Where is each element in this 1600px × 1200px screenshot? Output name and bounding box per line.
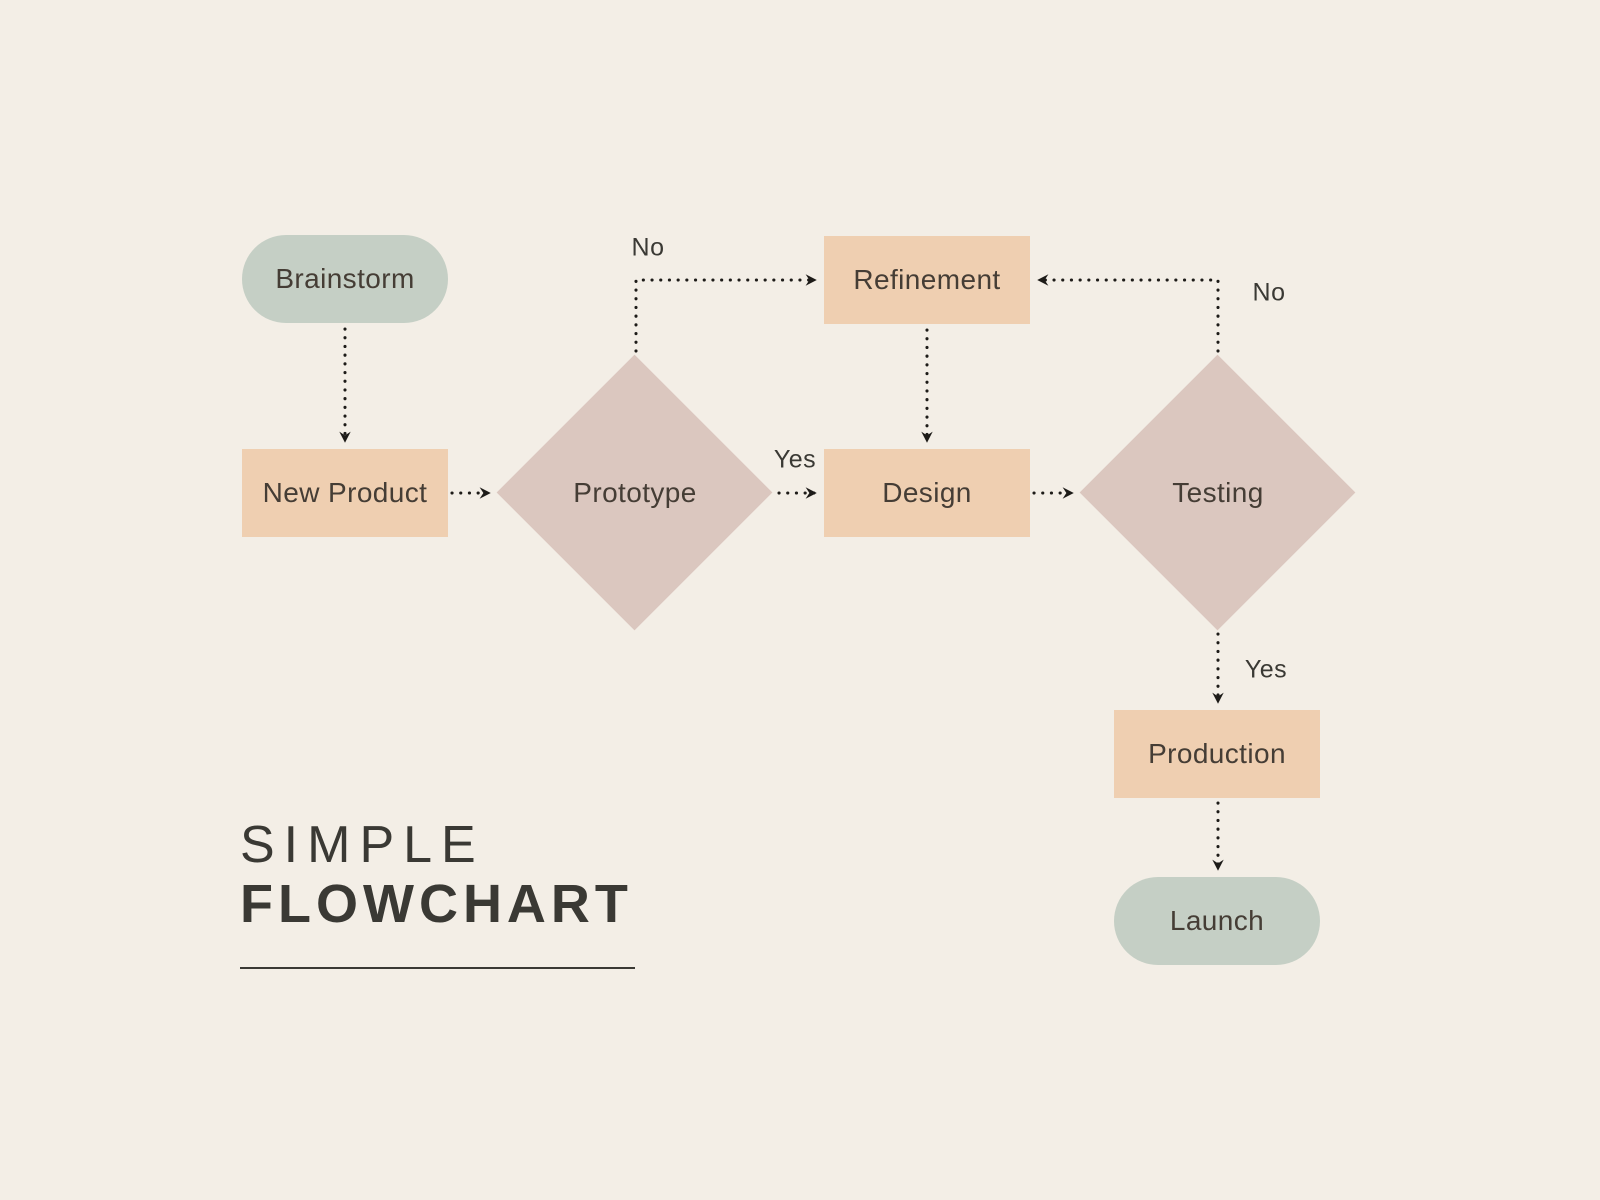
node-new-product: New Product — [242, 449, 448, 537]
node-brainstorm-label: Brainstorm — [275, 263, 415, 294]
node-design: Design — [824, 449, 1030, 537]
node-refinement: Refinement — [824, 236, 1030, 324]
edge-label-prototype-yes: Yes — [773, 445, 817, 474]
title-block: SIMPLE FLOWCHART — [240, 816, 635, 969]
node-prototype-label: Prototype — [573, 477, 697, 508]
node-design-label: Design — [882, 477, 972, 508]
page-title-line1: SIMPLE — [240, 816, 485, 874]
node-testing: Testing — [1079, 354, 1356, 631]
node-production-label: Production — [1148, 738, 1286, 769]
connector-prototype-refinement — [634, 274, 818, 353]
node-launch-label: Launch — [1169, 905, 1265, 936]
node-refinement-label: Refinement — [853, 264, 1001, 295]
node-testing-label: Testing — [1172, 477, 1264, 508]
page-title-line2: FLOWCHART — [240, 874, 633, 935]
connector-testing-refinement — [1036, 274, 1220, 353]
node-prototype: Prototype — [496, 354, 773, 631]
edge-label-testing-yes: Yes — [1244, 655, 1288, 684]
title-underline — [240, 966, 635, 969]
node-production: Production — [1114, 710, 1320, 798]
node-brainstorm: Brainstorm — [242, 235, 448, 323]
node-launch: Launch — [1114, 877, 1320, 965]
node-new-product-label: New Product — [262, 477, 428, 508]
edge-label-testing-no: No — [1252, 278, 1286, 307]
edge-label-prototype-no: No — [631, 233, 665, 262]
